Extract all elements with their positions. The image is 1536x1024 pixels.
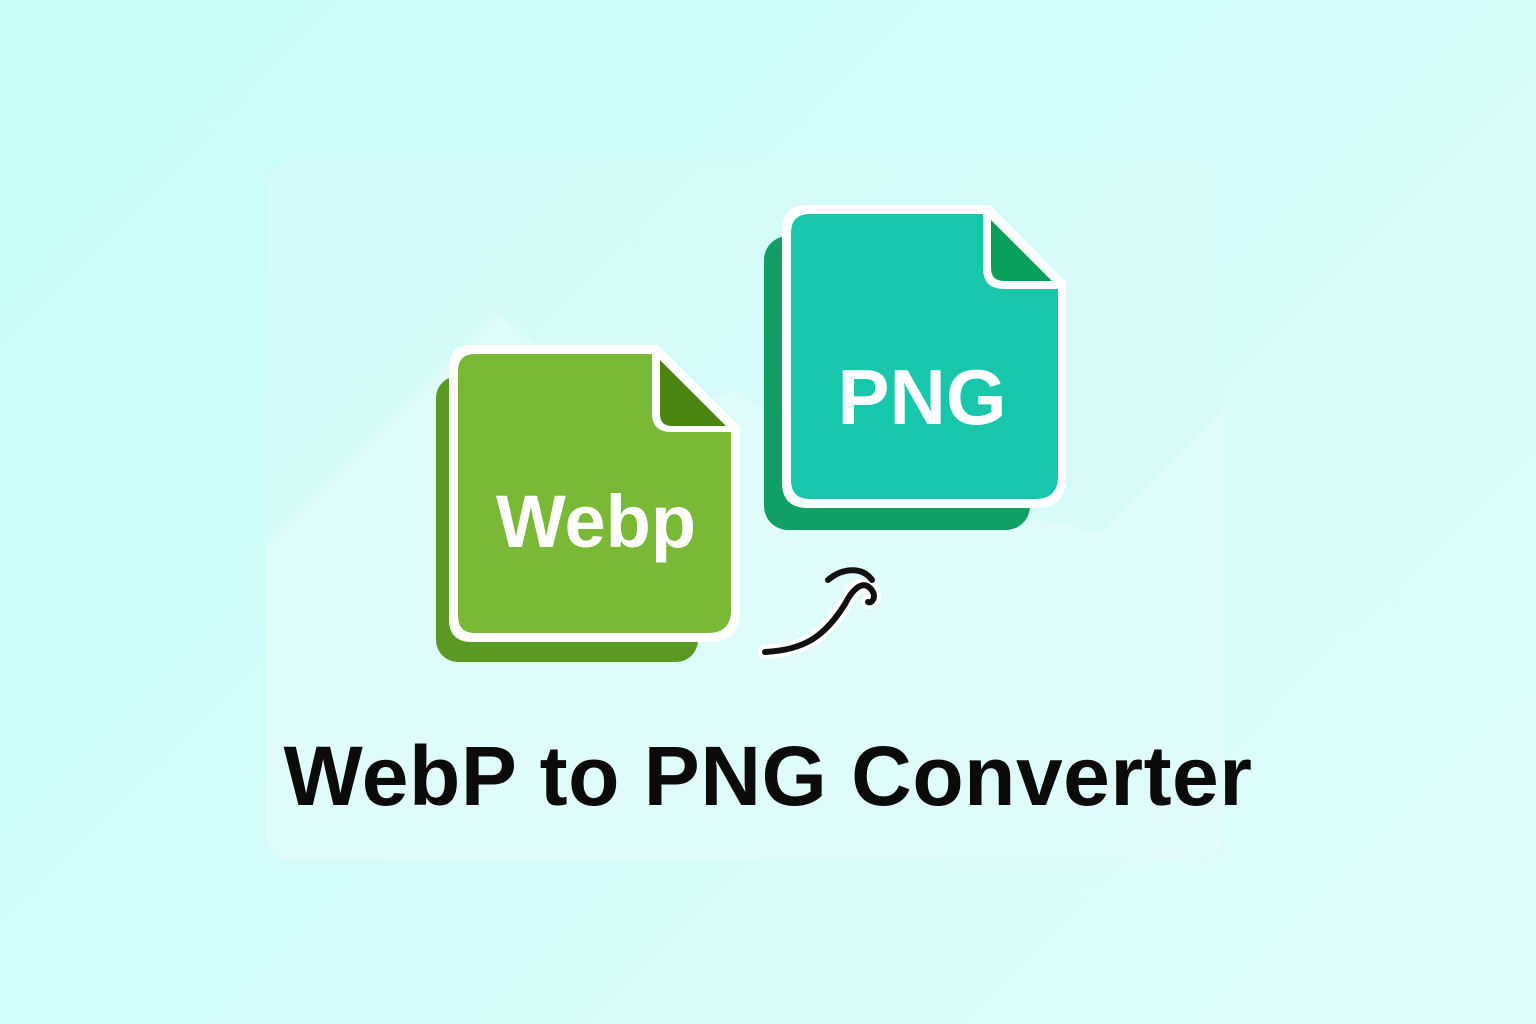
page-title: WebP to PNG Converter	[283, 729, 1253, 823]
